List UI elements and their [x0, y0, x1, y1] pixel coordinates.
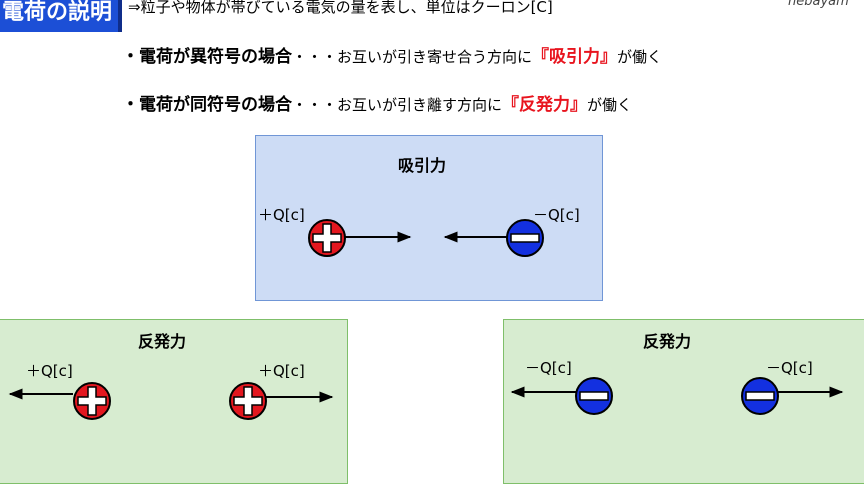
repulsion-negative-panel	[503, 319, 864, 484]
section-title: 電荷の説明	[0, 0, 122, 32]
subtitle: ⇒粒子や物体が帯びている電気の量を表し、単位はクーロン[C]	[128, 0, 553, 16]
repulsion-negative-title: 反発力	[643, 332, 692, 351]
attraction-left-charge-label: ＋Q[c]	[258, 206, 305, 224]
repulsion-negative-left-label: －Q[c]	[525, 359, 572, 377]
positive-charge-icon	[229, 382, 267, 420]
rule-opposite-text: ・・・お互いが引き寄せ合う方向に	[292, 48, 533, 66]
rule-opposite-sign: ・電荷が異符号の場合・・・お互いが引き寄せ合う方向に『吸引力』が働く	[122, 42, 662, 67]
attraction-term: 『吸引力』	[532, 47, 618, 67]
repulsion-term: 『反発力』	[502, 95, 588, 115]
positive-charge-icon	[73, 382, 111, 420]
repulsion-positive-title: 反発力	[138, 332, 187, 351]
attraction-panel-title: 吸引力	[398, 156, 447, 175]
rule-same-tail: が働く	[587, 96, 633, 114]
repulsion-positive-panel	[0, 319, 348, 484]
repulsion-positive-right-label: ＋Q[c]	[258, 362, 305, 380]
rule-opposite-tail: が働く	[617, 48, 663, 66]
negative-charge-icon	[575, 377, 613, 415]
attraction-right-charge-label: －Q[c]	[533, 206, 580, 224]
positive-charge-icon	[308, 219, 346, 257]
repulsion-negative-right-label: －Q[c]	[766, 359, 813, 377]
rule-same-text: ・・・お互いが引き離す方向に	[292, 96, 503, 114]
credit-text: nebayam	[788, 0, 849, 9]
rule-same-heading: ・電荷が同符号の場合	[122, 95, 292, 115]
attraction-panel	[255, 135, 603, 301]
repulsion-positive-left-label: ＋Q[c]	[26, 362, 73, 380]
negative-charge-icon	[506, 219, 544, 257]
rule-opposite-heading: ・電荷が異符号の場合	[122, 47, 292, 67]
negative-charge-icon	[741, 377, 779, 415]
rule-same-sign: ・電荷が同符号の場合・・・お互いが引き離す方向に『反発力』が働く	[122, 90, 632, 115]
